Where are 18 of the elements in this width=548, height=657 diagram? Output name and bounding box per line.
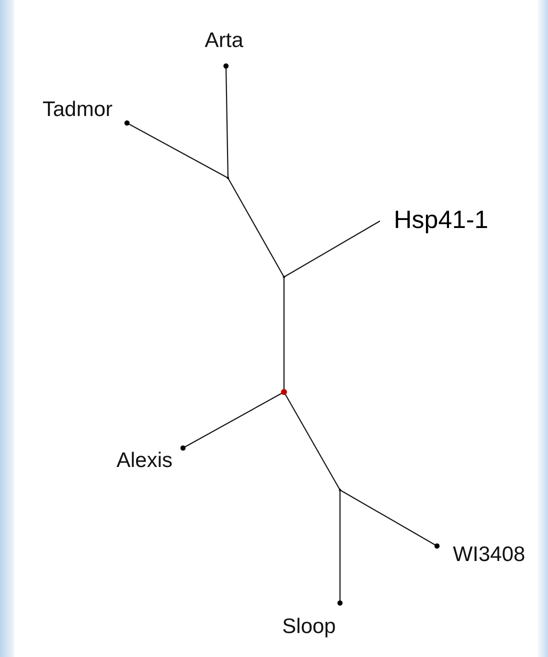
branch-junction: [226, 176, 230, 180]
branch-line: [283, 277, 285, 392]
branch-line: [339, 490, 341, 603]
taxon-label: Sloop: [272, 614, 346, 640]
taxon-label: Arta: [194, 28, 254, 54]
branch-line: [284, 392, 340, 490]
branch-line: [228, 178, 284, 278]
branch-line: [182, 392, 284, 448]
taxon-label: Alexis: [106, 448, 183, 474]
branch-line: [284, 220, 380, 278]
branch-line: [225, 66, 229, 178]
branch-junction: [338, 488, 342, 492]
taxon-label: Tadmor: [28, 97, 127, 123]
taxon-label: WI3408: [437, 542, 541, 568]
root-dot: [281, 389, 287, 395]
branch-line: [126, 122, 228, 178]
branch-line: [340, 490, 438, 546]
branch-junction: [282, 276, 286, 278]
